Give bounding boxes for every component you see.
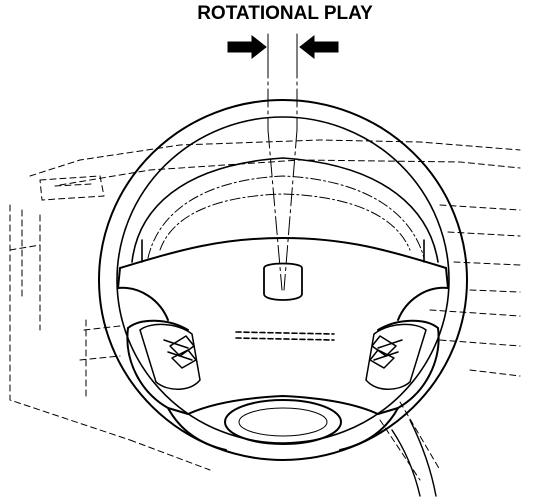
airbag-seam xyxy=(235,331,335,341)
arrow-left-icon xyxy=(299,34,339,60)
upper-hood xyxy=(131,157,439,263)
steering-wheel-rim xyxy=(98,99,468,461)
right-switch-pod xyxy=(365,323,427,390)
diagram-title: ROTATIONAL PLAY xyxy=(197,3,373,24)
dashboard-outline xyxy=(9,139,521,481)
left-switch-pod xyxy=(139,323,201,390)
steering-column xyxy=(391,419,437,497)
horn-emblem xyxy=(263,262,303,301)
center-hub xyxy=(117,237,449,451)
arrow-right-icon xyxy=(227,34,267,60)
lower-spoke-oval xyxy=(224,399,342,445)
